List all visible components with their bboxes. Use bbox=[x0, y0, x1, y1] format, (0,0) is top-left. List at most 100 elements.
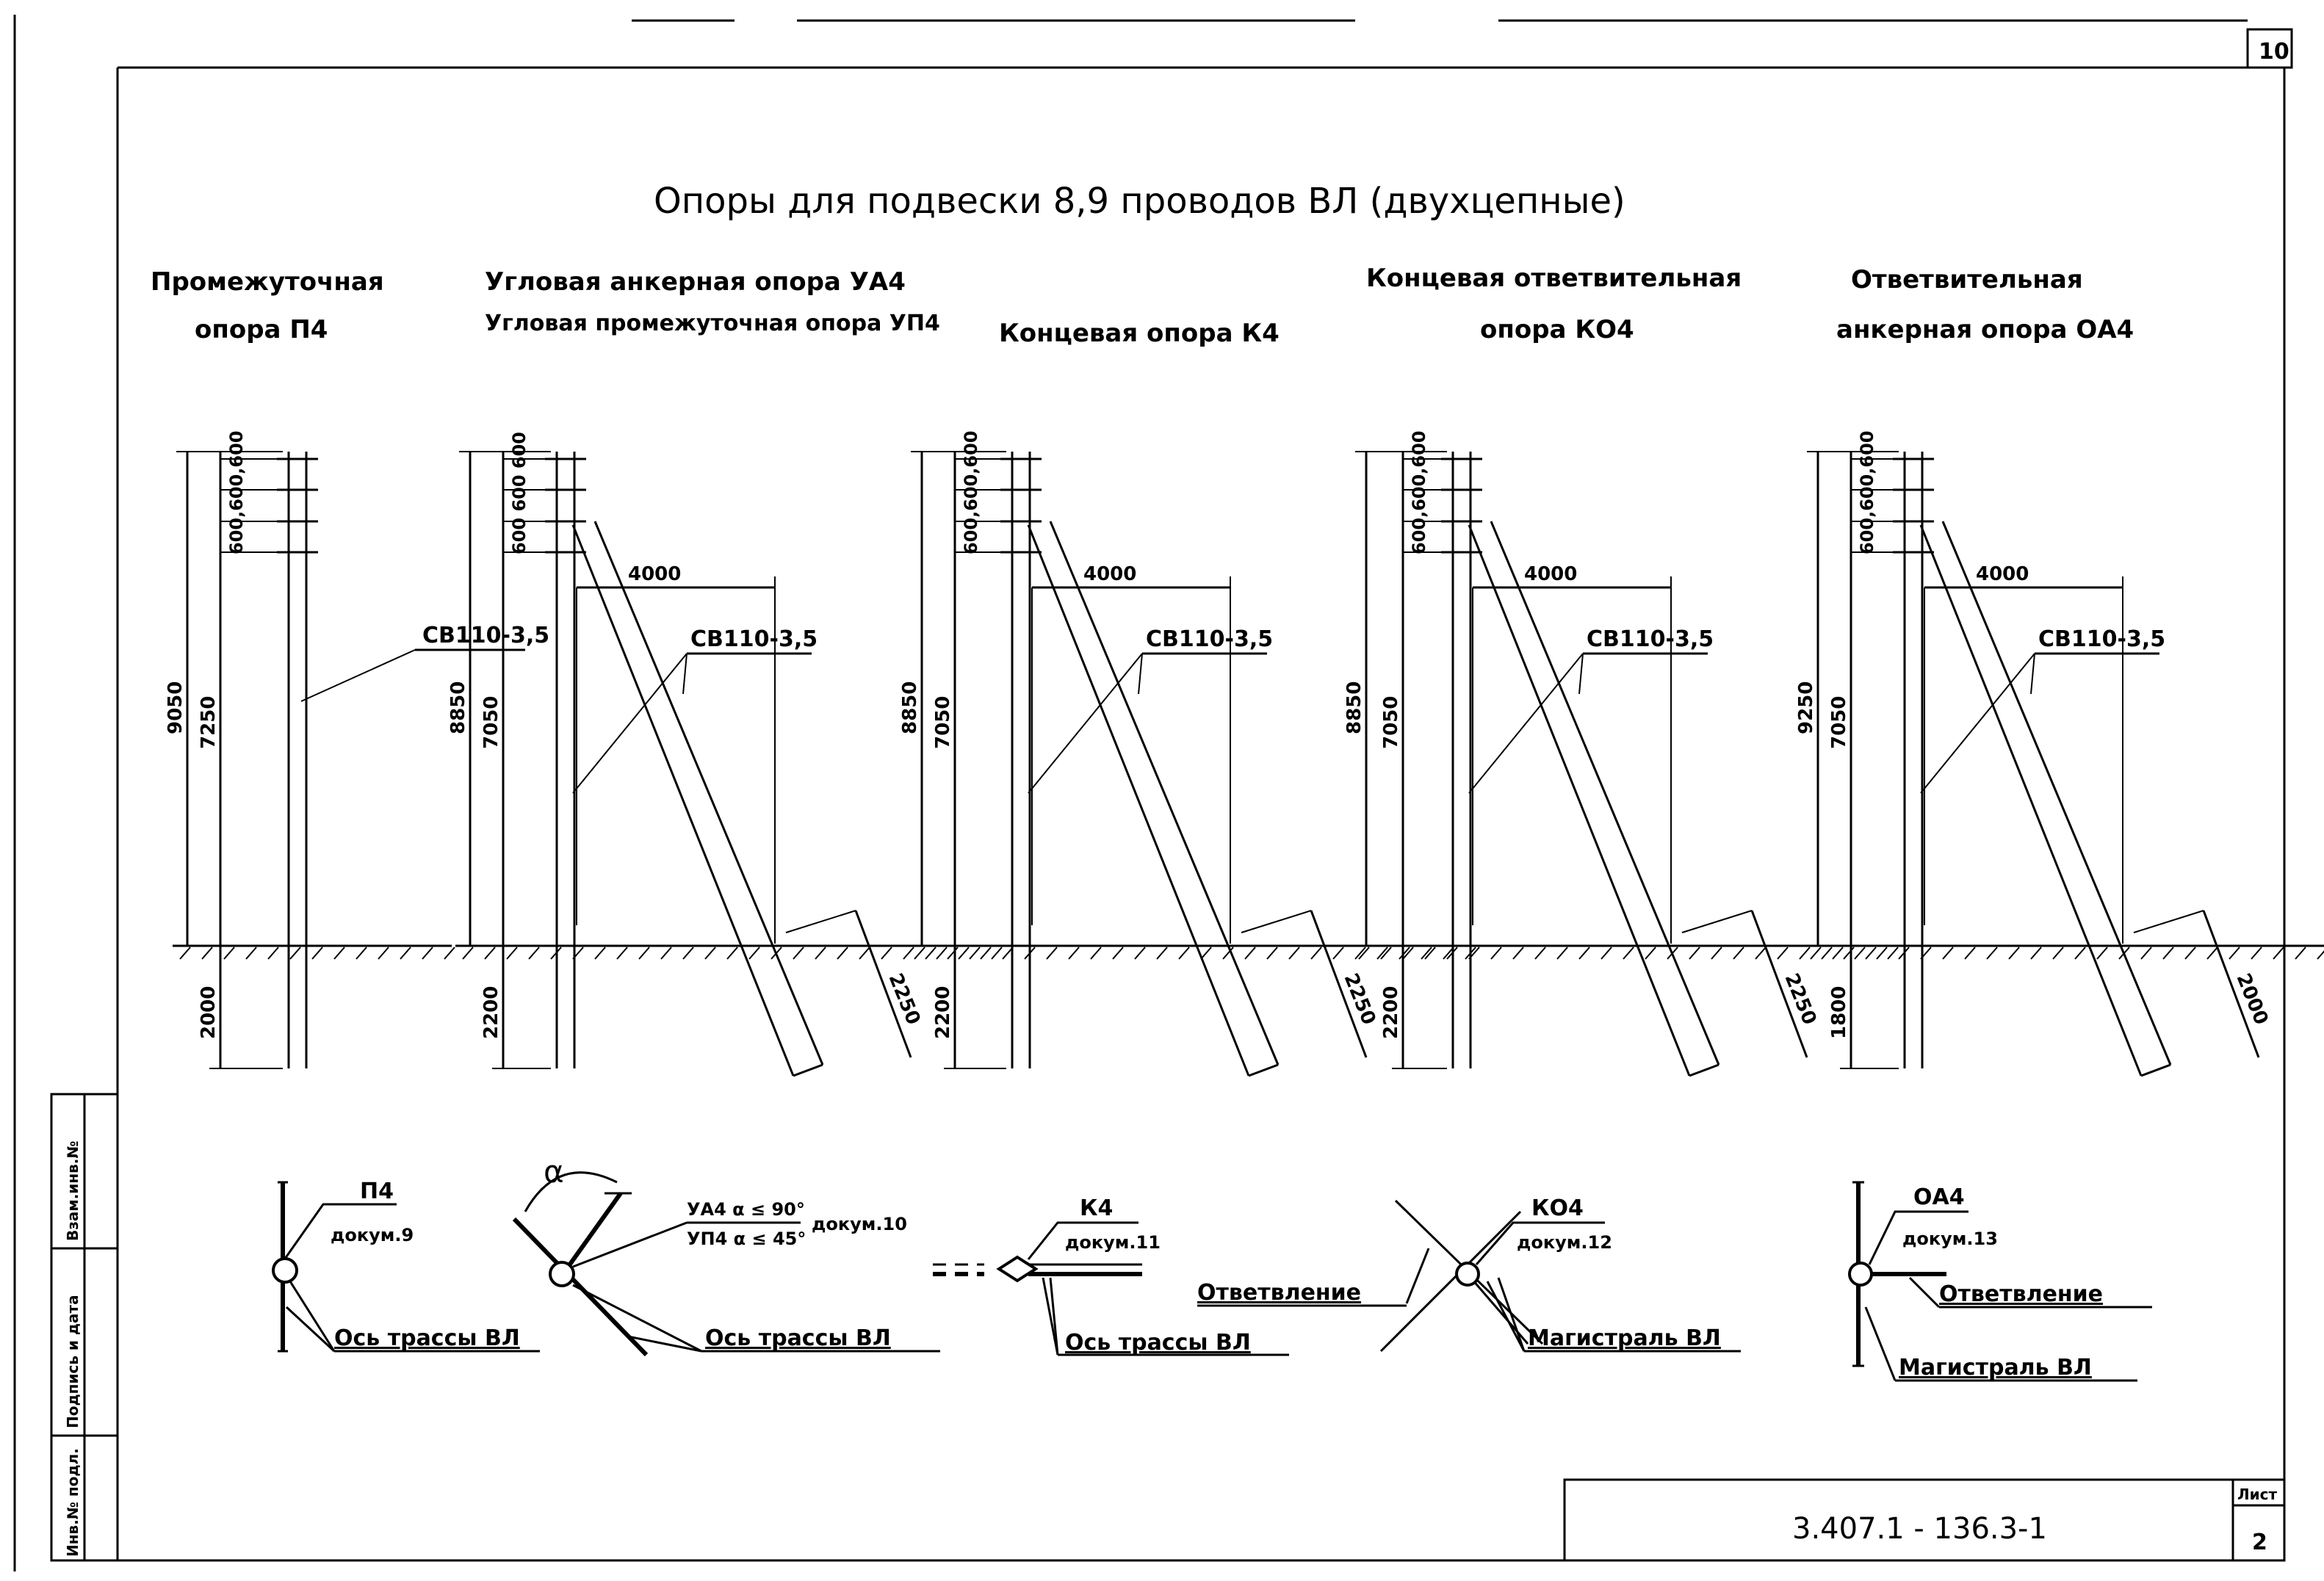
plan-p4-axis: Ось трассы ВЛ bbox=[334, 1325, 520, 1351]
dim-below-ground: 2200 bbox=[932, 986, 954, 1039]
dim-brace-span: 4000 bbox=[1524, 563, 1577, 585]
plan-k4-axis: Ось трассы ВЛ bbox=[1065, 1330, 1251, 1356]
ground-hatch bbox=[2317, 950, 2324, 960]
side-stamp: Взам.инв.№ Подпись и дата Инв.№ подл. bbox=[50, 1093, 119, 1562]
heading-oa4-line2: анкерная опора ОА4 bbox=[1836, 315, 2134, 344]
ground-hatch bbox=[528, 947, 540, 960]
plan-ko4-main: Магистраль ВЛ bbox=[1528, 1325, 1721, 1351]
ground-hatch bbox=[1821, 947, 1833, 960]
ground-hatch bbox=[2184, 947, 2196, 960]
ground-hatch bbox=[484, 947, 496, 960]
ground-hatch bbox=[1810, 947, 1822, 960]
dim-extension bbox=[1681, 910, 1753, 933]
brace-strut bbox=[1689, 1063, 1719, 1077]
ground-hatch bbox=[333, 947, 345, 960]
ground-hatch bbox=[704, 947, 716, 960]
ground-hatch bbox=[859, 947, 870, 960]
doc-code: 3.407.1 - 136.3-1 bbox=[1792, 1512, 2047, 1546]
ground-hatch bbox=[837, 947, 848, 960]
dim-total-height: 8850 bbox=[1343, 681, 1365, 734]
brace-strut bbox=[793, 1063, 823, 1077]
ground-hatch bbox=[1645, 947, 1656, 960]
heading-ko4-line2: опора КО4 bbox=[1480, 315, 1634, 344]
brace-strut bbox=[1468, 524, 1691, 1077]
side-field-podpis: Подпись и дата bbox=[64, 1295, 82, 1428]
ground-hatch bbox=[267, 947, 279, 960]
ground-hatch bbox=[638, 947, 650, 960]
dim-line-depth bbox=[854, 910, 912, 1058]
ground-hatch bbox=[400, 947, 411, 960]
ground-hatch bbox=[1046, 947, 1058, 960]
dim-brace-span: 4000 bbox=[628, 563, 681, 585]
ground-hatch bbox=[2008, 947, 2020, 960]
dim-brace-span: 4000 bbox=[1083, 563, 1136, 585]
dim-brace-span: 4000 bbox=[1976, 563, 2029, 585]
plan-ko4-doc: докум.12 bbox=[1517, 1232, 1612, 1253]
dim-extension bbox=[1241, 910, 1312, 933]
page-title: Опоры для подвески 8,9 проводов ВЛ (двух… bbox=[654, 181, 1625, 222]
ground-hatch bbox=[682, 947, 694, 960]
ground-hatch bbox=[2206, 947, 2218, 960]
side-field-inv: Инв.№ подл. bbox=[64, 1448, 82, 1557]
ground-hatch bbox=[1832, 947, 1844, 960]
ground-hatch bbox=[1399, 947, 1410, 960]
ground-hatch bbox=[1942, 947, 1954, 960]
brace-strut bbox=[1027, 524, 1250, 1077]
wire-leader bbox=[2030, 653, 2035, 695]
plan-k4-code: К4 bbox=[1080, 1195, 1113, 1221]
dim-line-depth bbox=[1750, 910, 1808, 1058]
ground-hatch bbox=[1689, 947, 1700, 960]
heading-ua4-line1: Угловая анкерная опора УА4 bbox=[485, 267, 906, 297]
brace-strut bbox=[571, 524, 795, 1077]
wire-label: СВ110-3,5 bbox=[1146, 626, 1273, 652]
heading-ko4-line1: Концевая ответвительная bbox=[1366, 264, 1742, 293]
ground-hatch bbox=[1178, 947, 1190, 960]
dim-above-ground: 7050 bbox=[480, 696, 502, 749]
plan-oa4-doc: докум.13 bbox=[1902, 1229, 1998, 1249]
ground-hatch bbox=[914, 947, 925, 960]
wire-label: СВ110-3,5 bbox=[1587, 626, 1714, 652]
pole-symbol bbox=[1848, 1262, 1873, 1287]
ground-hatch bbox=[1222, 947, 1234, 960]
plan-oa4-main: Магистраль ВЛ bbox=[1899, 1355, 2092, 1381]
heading-k4: Концевая опора К4 bbox=[999, 319, 1280, 348]
dim-top-spacing: 600,600,600 bbox=[226, 430, 247, 554]
ground-hatch bbox=[1112, 947, 1124, 960]
ground-hatch bbox=[1578, 947, 1590, 960]
plan-ko4-branch: Ответвление bbox=[1197, 1280, 1361, 1306]
ground-hatch bbox=[2052, 947, 2064, 960]
ground-hatch bbox=[1556, 947, 1568, 960]
ground-hatch bbox=[1843, 947, 1855, 960]
ground-hatch bbox=[444, 947, 455, 960]
ground-hatch bbox=[201, 947, 213, 960]
ground-hatch bbox=[980, 947, 992, 960]
plan-k4-doc: докум.11 bbox=[1065, 1232, 1161, 1253]
ground-hatch bbox=[2251, 947, 2262, 960]
sheet-number-top: 10 bbox=[2259, 39, 2289, 65]
ground-hatch bbox=[2273, 947, 2284, 960]
dim-above-ground: 7250 bbox=[198, 696, 220, 749]
ground-hatch bbox=[936, 947, 948, 960]
plan-ua4-angle: α bbox=[544, 1154, 564, 1190]
dim-line-depth bbox=[1310, 910, 1368, 1058]
wire-leader bbox=[682, 653, 688, 695]
plan-ua4: α УА4 α ≤ 90° УП4 α ≤ 45° докум.10 Ось т… bbox=[512, 1154, 940, 1357]
plan-p4: П4 докум.9 Ось трассы ВЛ bbox=[272, 1179, 540, 1353]
ground-hatch bbox=[903, 947, 914, 960]
plan-oa4-branch: Ответвление bbox=[1939, 1281, 2103, 1307]
wire-leader bbox=[1138, 653, 1143, 695]
ground-hatch bbox=[1876, 947, 1888, 960]
ground-hatch bbox=[1068, 947, 1080, 960]
brace-strut bbox=[1248, 1063, 1279, 1077]
ground-hatch bbox=[2096, 947, 2108, 960]
ground-hatch bbox=[1854, 947, 1866, 960]
ground-hatch bbox=[1865, 947, 1877, 960]
ground-hatch bbox=[1424, 947, 1436, 960]
dim-total-height: 8850 bbox=[899, 681, 921, 734]
ground-hatch bbox=[289, 947, 301, 960]
ground-hatch bbox=[356, 947, 367, 960]
ground-hatch bbox=[378, 947, 389, 960]
dim-line-depth bbox=[2202, 910, 2260, 1058]
ground-hatch bbox=[1244, 947, 1256, 960]
